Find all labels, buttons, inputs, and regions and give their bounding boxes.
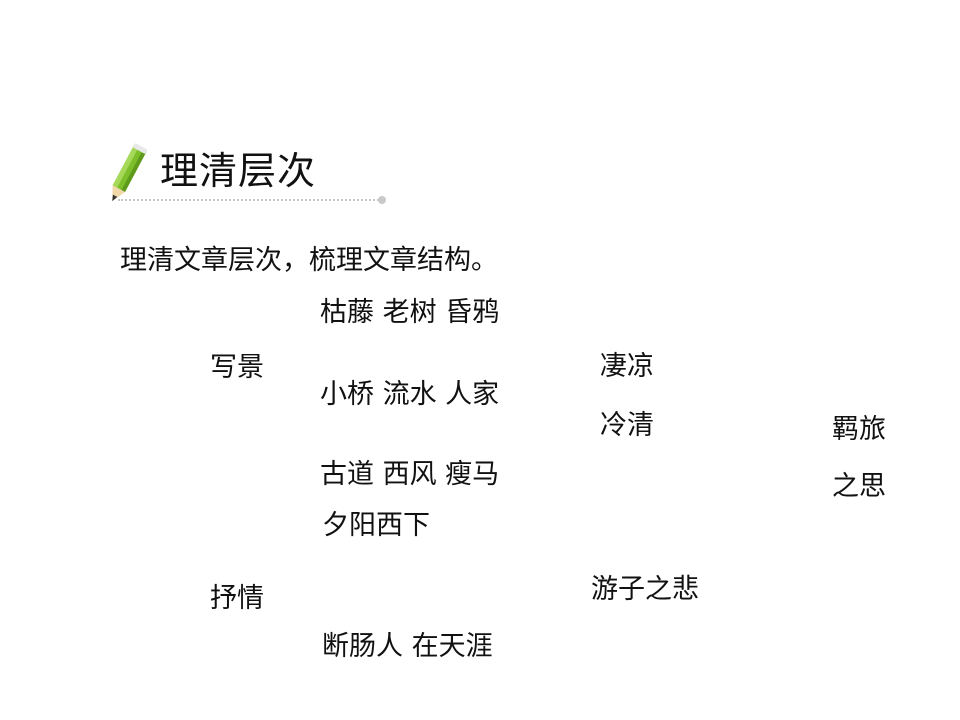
theme-line-2: 之思 <box>832 471 886 502</box>
mood-1: 凄凉 <box>600 351 654 382</box>
pencil-icon <box>112 143 148 202</box>
mood-2: 冷清 <box>600 410 654 441</box>
image-line-4: 夕阳西下 <box>322 510 430 541</box>
section-scenery: 写景 <box>210 352 264 383</box>
title-underline-end <box>378 196 386 204</box>
page-title: 理清层次 <box>160 149 317 193</box>
theme-line-1: 羁旅 <box>832 414 886 445</box>
mood-3: 游子之悲 <box>591 574 699 605</box>
section-emotion: 抒情 <box>210 583 264 614</box>
image-line-1: 枯藤 老树 昏鸦 <box>320 297 500 328</box>
image-line-2: 小桥 流水 人家 <box>320 379 500 410</box>
image-line-5: 断肠人 在天涯 <box>322 631 493 662</box>
image-line-3: 古道 西风 瘦马 <box>320 459 500 490</box>
title-underline <box>118 199 382 201</box>
subtitle: 理清文章层次，梳理文章结构。 <box>120 245 498 276</box>
